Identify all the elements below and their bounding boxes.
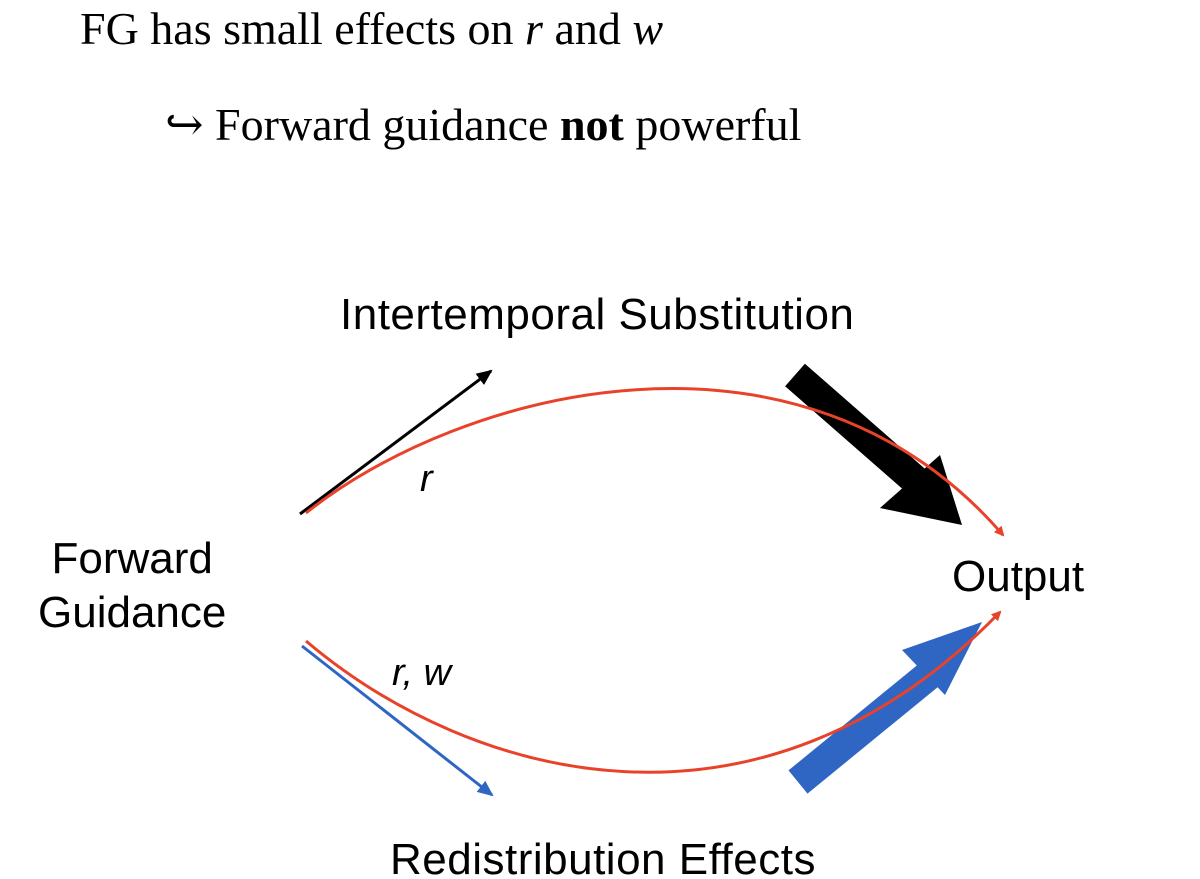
slide-subtitle: ↪ Forward guidance not powerful: [165, 97, 801, 151]
title-prefix: FG has small effects on: [80, 3, 526, 54]
bottom-variable-label: r, w: [392, 652, 452, 694]
top-thin-arrow: [299, 369, 493, 516]
source-line1: Forward: [51, 534, 213, 583]
title-var-w: w: [632, 3, 664, 54]
bottom-thin-arrow: [301, 644, 494, 797]
bottom-red-curve: [305, 610, 1002, 774]
top-variable-label: r: [420, 458, 433, 500]
title-mid: and: [542, 3, 633, 54]
subtitle-suffix: powerful: [623, 99, 802, 150]
top-red-curve: [305, 387, 1005, 537]
source-node: Forward Guidance: [38, 532, 226, 640]
title-var-r: r: [525, 3, 543, 54]
subtitle-prefix: Forward guidance: [203, 99, 560, 150]
target-node: Output: [952, 552, 1085, 601]
top-thick-arrow: [785, 363, 962, 525]
top-channel-label: Intertemporal Substitution: [340, 290, 855, 339]
subtitle-bold: not: [559, 99, 624, 150]
slide-title: FG has small effects on r and w: [80, 2, 663, 55]
bottom-channel-label: Redistribution Effects: [390, 835, 816, 879]
hook-arrow-icon: ↪: [165, 99, 204, 150]
source-line2: Guidance: [38, 588, 227, 637]
